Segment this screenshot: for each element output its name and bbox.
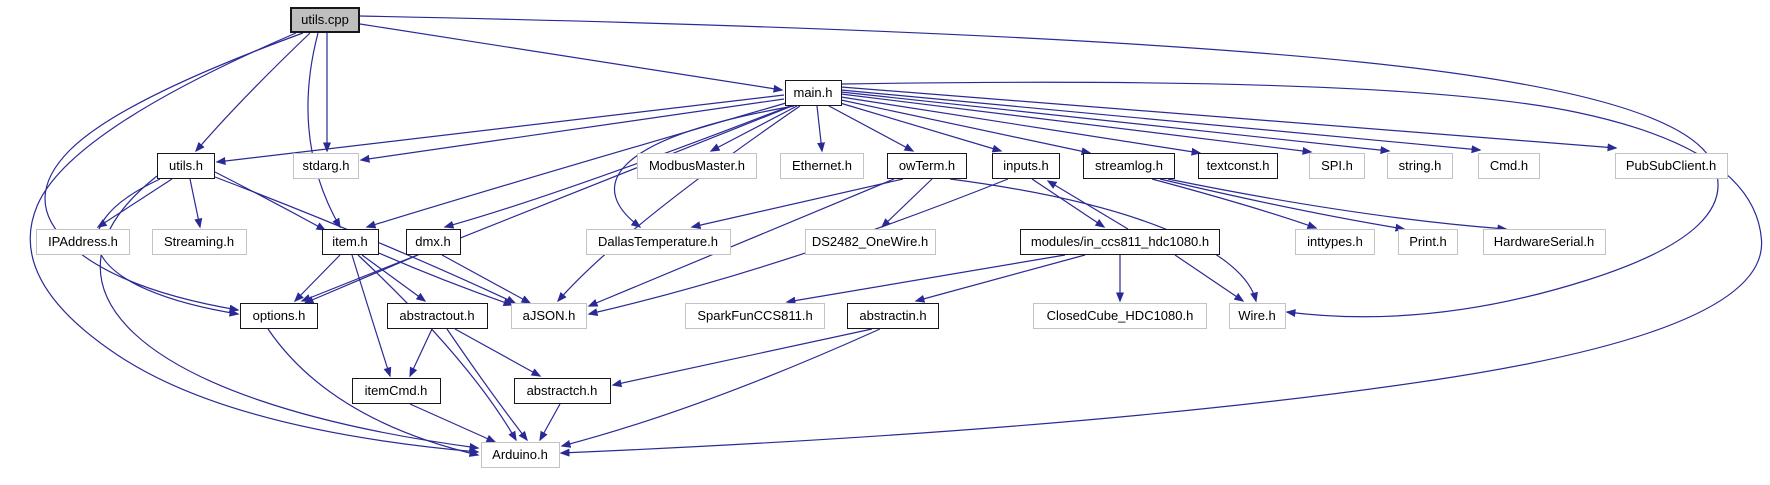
edge-modules_in_ccs811_hdc1080_h-abstractin_h (914, 254, 1086, 303)
edge-modules_in_ccs811_hdc1080_h-inputs_h (1046, 180, 1129, 230)
node-owterm_h[interactable]: owTerm.h (887, 153, 967, 179)
node-textconst_h[interactable]: textconst.h (1198, 153, 1278, 179)
edge-inputs_h-ajson_h (587, 178, 1009, 316)
edge-dmx_h-ajson_h (441, 254, 532, 304)
edge-utils_cpp-item_h (307, 32, 341, 229)
edge-abstractout_h-arduino_h (446, 328, 528, 442)
node-closedcube_hdc1080_h[interactable]: ClosedCube_HDC1080.h (1033, 303, 1207, 329)
node-inttypes_h[interactable]: inttypes.h (1295, 229, 1375, 255)
node-options_h[interactable]: options.h (240, 303, 318, 329)
edge-utils_h-arduino_h (99, 175, 480, 451)
edge-modules_in_ccs811_hdc1080_h-sparkfunccs811_h (785, 254, 1066, 305)
node-itemcmd_h[interactable]: itemCmd.h (351, 378, 441, 404)
node-wire_h[interactable]: Wire.h (1228, 303, 1286, 329)
edge-dmx_h-options_h (303, 254, 419, 304)
node-ajson_h[interactable]: aJSON.h (511, 303, 587, 329)
edge-abstractin_h-arduino_h (560, 328, 881, 448)
node-abstractch_h[interactable]: abstractch.h (513, 378, 611, 404)
node-utils_h[interactable]: utils.h (157, 153, 215, 179)
edge-main_h-pubsubclient_h (840, 86, 1618, 152)
edge-main_h-string_h (840, 91, 1391, 155)
edge-utils_cpp-main_h (359, 23, 784, 93)
edge-itemcmd_h-arduino_h (409, 403, 497, 443)
edge-main_h-textconst_h (840, 96, 1202, 156)
edge-utils_h-streaming_h (189, 178, 203, 229)
edge-main_h-options_h (300, 105, 793, 302)
edge-utils_cpp-wire_h (359, 15, 1719, 318)
edge-main_h-owterm_h (828, 105, 915, 152)
edge-main_h-dmx_h (443, 105, 791, 229)
edge-streamlog_h-inttypes_h (1151, 178, 1318, 229)
edge-main_h-spi_h (840, 93, 1313, 155)
edge-main_h-utils_h (215, 94, 785, 165)
edge-utils_cpp-options_h (44, 32, 304, 313)
edge-main_h-stdarg_h (359, 98, 785, 163)
node-pubsubclient_h[interactable]: PubSubClient.h (1614, 153, 1728, 179)
node-streamlog_h[interactable]: streamlog.h (1083, 153, 1175, 179)
node-stdarg_h[interactable]: stdarg.h (293, 153, 359, 179)
node-ipaddress_h[interactable]: IPAddress.h (36, 229, 130, 255)
node-string_h[interactable]: string.h (1387, 153, 1453, 179)
node-modbusmaster_h[interactable]: ModbusMaster.h (637, 153, 757, 179)
edge-main_h-cmd_h (840, 89, 1482, 154)
edge-main_h-ajson_h (557, 105, 801, 303)
edge-abstractout_h-itemcmd_h (409, 328, 433, 378)
edge-utils_h-ipaddress_h (96, 178, 173, 228)
edge-main_h-modbusmaster_h (709, 105, 798, 152)
node-hardwareserial_h[interactable]: HardwareSerial.h (1482, 229, 1606, 255)
edge-main_h-streamlog_h (840, 99, 1092, 156)
edge-streamlog_h-print_h (1159, 178, 1406, 232)
node-print_h[interactable]: Print.h (1398, 229, 1458, 255)
node-arduino_h[interactable]: Arduino.h (480, 442, 560, 468)
edge-item_h-arduino_h (357, 254, 517, 442)
node-abstractout_h[interactable]: abstractout.h (386, 303, 488, 329)
node-item_h[interactable]: item.h (321, 229, 379, 255)
node-sparkfunccs811_h[interactable]: SparkFunCCS811.h (685, 303, 825, 329)
edge-owterm_h-ds2482_onewire_h (880, 178, 933, 229)
edge-main_h-item_h (365, 102, 787, 229)
edge-main_h-ethernet_h (816, 105, 826, 153)
edge-item_h-itemcmd_h (351, 254, 392, 378)
node-dallastemperature_h[interactable]: DallasTemperature.h (585, 229, 731, 255)
edge-abstractin_h-abstractch_h (611, 328, 873, 388)
edge-main_h-inputs_h (839, 102, 1003, 153)
edge-options_h-arduino_h (267, 328, 480, 457)
edge-item_h-abstractout_h (361, 254, 427, 302)
node-abstractin_h[interactable]: abstractin.h (847, 303, 939, 329)
node-ds2482_onewire_h[interactable]: DS2482_OneWire.h (804, 229, 936, 255)
edge-modules_in_ccs811_hdc1080_h-wire_h (1174, 254, 1245, 302)
node-main_h[interactable]: main.h (784, 80, 842, 106)
edge-owterm_h-dallastemperature_h (690, 178, 904, 230)
node-ethernet_h[interactable]: Ethernet.h (780, 153, 864, 179)
edge-utils_cpp-arduino_h (29, 32, 480, 456)
edge-item_h-options_h (293, 254, 341, 303)
node-inputs_h[interactable]: inputs.h (992, 153, 1060, 179)
node-spi_h[interactable]: SPI.h (1309, 153, 1365, 179)
edge-main_h-arduino_h (559, 81, 1763, 457)
edge-utils_cpp-utils_h (195, 32, 311, 153)
edge-abstractch_h-arduino_h (539, 403, 561, 442)
node-utils_cpp: utils.cpp (290, 7, 360, 33)
node-modules_in_ccs811_hdc1080_h[interactable]: modules/in_ccs811_hdc1080.h (1020, 229, 1220, 255)
edge-abstractout_h-abstractch_h (454, 328, 542, 377)
edge-utils_h-item_h (214, 171, 327, 231)
node-streaming_h[interactable]: Streaming.h (151, 229, 247, 255)
edge-inputs_h-modules_in_ccs811_hdc1080_h (1031, 178, 1106, 228)
edge-streamlog_h-hardwareserial_h (1167, 178, 1508, 233)
node-dmx_h[interactable]: dmx.h (405, 229, 461, 255)
node-cmd_h[interactable]: Cmd.h (1478, 153, 1540, 179)
edge-item_h-ajson_h (371, 249, 514, 306)
edge-utils_h-options_h (96, 178, 240, 317)
